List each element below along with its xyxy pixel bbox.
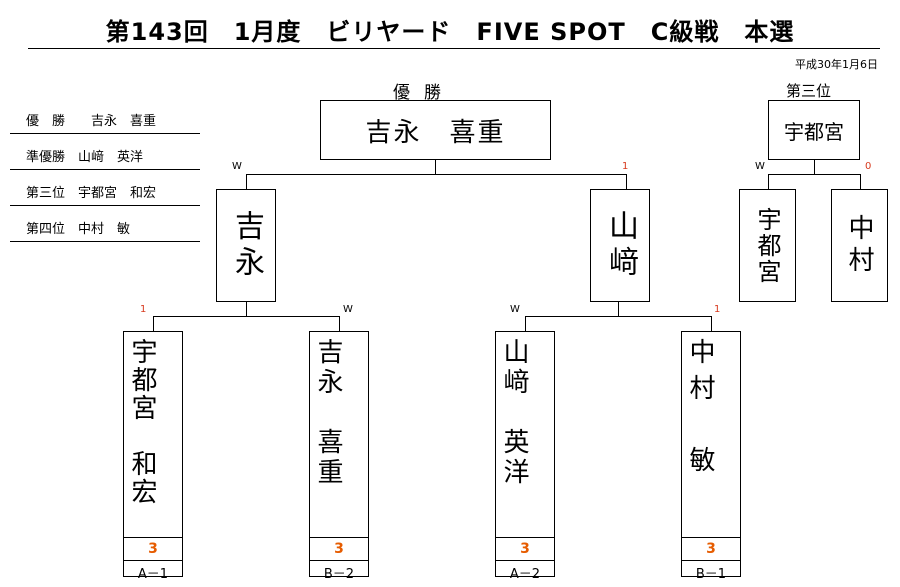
bracket-line bbox=[860, 174, 861, 189]
player-name: 吉永 喜重 bbox=[313, 338, 343, 488]
third-place-player-right: 中村 bbox=[831, 189, 888, 302]
final-result-mark: W bbox=[232, 161, 242, 172]
match-result-mark: 1 bbox=[140, 304, 147, 315]
third-place-box: 宇都宮 bbox=[768, 100, 860, 160]
match-result-mark: W bbox=[343, 304, 353, 315]
standing-name: 山﨑 英洋 bbox=[78, 150, 144, 165]
third-place-caption: 第三位 bbox=[786, 82, 832, 100]
player-seed: B－1 bbox=[682, 560, 740, 583]
bracket-line bbox=[525, 316, 526, 331]
third-place-result-mark: 0 bbox=[865, 161, 872, 172]
bracket-line bbox=[153, 316, 154, 331]
finalist-box-right: 山﨑 bbox=[590, 189, 650, 302]
bracket-line bbox=[435, 160, 436, 175]
page-title: 第143回 1月度 ビリヤード FIVE SPOT C級戦 本選 bbox=[105, 18, 795, 46]
player-card: 山﨑 英洋 3 A－2 bbox=[495, 331, 555, 582]
standing-name: 中村 敏 bbox=[78, 222, 131, 237]
standing-rank: 第三位 bbox=[26, 186, 66, 201]
player-name: 宇都宮 和宏 bbox=[127, 338, 157, 506]
finalist-box-left: 吉永 bbox=[216, 189, 276, 302]
champion-caption: 優勝 bbox=[393, 83, 455, 103]
bracket-line bbox=[711, 316, 712, 331]
final-standings: 優 勝 吉永 喜重 準優勝 山﨑 英洋 第三位 宇都宮 和宏 第四位 中村 敏 bbox=[10, 110, 200, 254]
player-seed: A－1 bbox=[124, 560, 182, 583]
standing-rank: 第四位 bbox=[26, 222, 66, 237]
third-place-player-left: 宇都宮 bbox=[739, 189, 796, 302]
standing-rank: 優 勝 bbox=[26, 114, 66, 129]
standing-rank: 準優勝 bbox=[26, 150, 66, 165]
player-score: 3 bbox=[496, 537, 554, 560]
third-place-result-mark: W bbox=[755, 161, 765, 172]
bracket-line bbox=[814, 160, 815, 175]
standing-name: 吉永 喜重 bbox=[91, 114, 157, 129]
player-name: 中村 敏 bbox=[685, 338, 715, 482]
final-result-mark: 1 bbox=[622, 161, 629, 172]
bracket-line bbox=[153, 316, 339, 317]
standing-row-4: 第四位 中村 敏 bbox=[10, 218, 200, 242]
bracket-line bbox=[618, 302, 619, 316]
event-date: 平成30年1月6日 bbox=[795, 58, 878, 71]
match-result-mark: W bbox=[510, 304, 520, 315]
player-score: 3 bbox=[682, 537, 740, 560]
standing-row-1: 優 勝 吉永 喜重 bbox=[10, 110, 200, 134]
standing-row-2: 準優勝 山﨑 英洋 bbox=[10, 146, 200, 170]
standing-row-3: 第三位 宇都宮 和宏 bbox=[10, 182, 200, 206]
bracket-line bbox=[768, 174, 860, 175]
standing-name: 宇都宮 和宏 bbox=[78, 186, 157, 201]
title-underline bbox=[28, 48, 880, 49]
player-card: 中村 敏 3 B－1 bbox=[681, 331, 741, 582]
player-seed: B－2 bbox=[310, 560, 368, 583]
player-card: 宇都宮 和宏 3 A－1 bbox=[123, 331, 183, 582]
bracket-line bbox=[768, 174, 769, 189]
bracket-line bbox=[339, 316, 340, 331]
player-seed: A－2 bbox=[496, 560, 554, 583]
bracket-line bbox=[246, 302, 247, 316]
bracket-line bbox=[626, 174, 627, 189]
bracket-line bbox=[246, 174, 626, 175]
player-score: 3 bbox=[310, 537, 368, 560]
match-result-mark: 1 bbox=[714, 304, 721, 315]
player-name: 山﨑 英洋 bbox=[499, 338, 529, 488]
champion-box: 吉永 喜重 bbox=[320, 100, 551, 160]
bracket-line bbox=[246, 174, 247, 189]
player-score: 3 bbox=[124, 537, 182, 560]
player-card: 吉永 喜重 3 B－2 bbox=[309, 331, 369, 582]
bracket-line bbox=[525, 316, 711, 317]
